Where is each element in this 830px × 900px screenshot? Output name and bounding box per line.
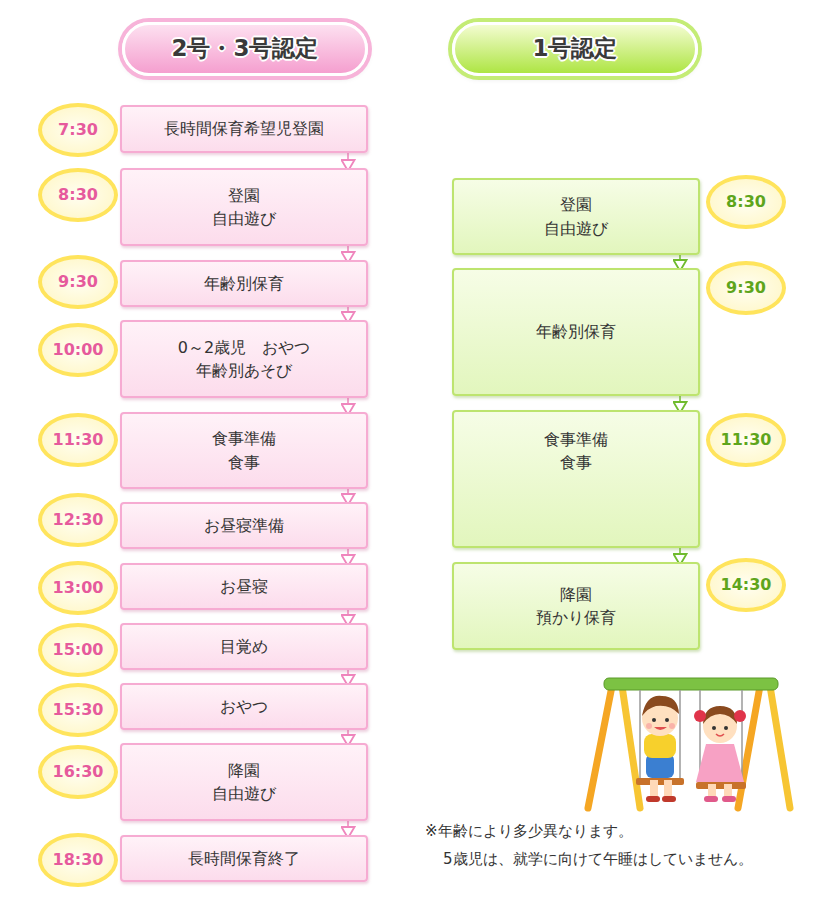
time-badge: 9:30 (38, 255, 118, 309)
schedule-box: 降園預かり保育 (452, 562, 700, 650)
node-text: 8:30 (726, 190, 766, 213)
note-text: ※年齢により多少異なります。 (425, 822, 633, 841)
schedule-box: 登園自由遊び (120, 168, 368, 246)
node-text: 16:30 (53, 760, 104, 783)
schedule-box: 年齢別保育 (452, 268, 700, 396)
node-text: 9:30 (726, 276, 766, 299)
schedule-box: 0～2歳児 おやつ年齢別あそび (120, 320, 368, 398)
node-text: 食事 (228, 451, 260, 474)
node-text: 11:30 (53, 428, 104, 451)
node-text: 0～2歳児 おやつ (178, 336, 310, 359)
swing-set (588, 678, 790, 808)
node-text: 長時間保育希望児登園 (164, 117, 324, 140)
time-badge: 8:30 (706, 175, 786, 229)
node-text: 目覚め (220, 635, 268, 658)
time-badge: 18:30 (38, 833, 118, 887)
node-text: 年齢別保育 (204, 272, 284, 295)
node-text: 15:00 (53, 638, 104, 661)
node-text: 登園 (228, 184, 260, 207)
node-text: 食事準備 (212, 427, 276, 450)
time-badge: 14:30 (706, 558, 786, 612)
time-badge: 16:30 (38, 745, 118, 799)
schedule-box: 登園自由遊び (452, 178, 700, 255)
time-badge: 11:30 (706, 413, 786, 467)
time-badge: 9:30 (706, 261, 786, 315)
schedule-box: 食事準備食事 (120, 412, 368, 489)
time-badge: 11:30 (38, 413, 118, 467)
node-text: 自由遊び (212, 782, 276, 805)
node-text: 2号・3号認定 (171, 32, 318, 65)
schedule-box: おやつ (120, 683, 368, 730)
node-text: 預かり保育 (536, 606, 616, 629)
node-text: 食事 (560, 451, 592, 474)
time-badge: 8:30 (38, 168, 118, 222)
node-text: 自由遊び (544, 217, 608, 240)
node-text: 12:30 (53, 508, 104, 531)
node-text: おやつ (220, 695, 268, 718)
node-text: お昼寝準備 (204, 514, 284, 537)
schedule-box: 降園自由遊び (120, 743, 368, 821)
girl-figure (694, 706, 746, 802)
node-text: 登園 (560, 193, 592, 216)
node-text: 8:30 (58, 183, 98, 206)
schedule-box: 目覚め (120, 623, 368, 670)
time-badge: 12:30 (38, 493, 118, 547)
node-text: 13:00 (53, 576, 104, 599)
note-text: 5歳児は、就学に向けて午睡はしていません。 (443, 850, 753, 869)
time-badge: 13:00 (38, 561, 118, 615)
node-text: 7:30 (58, 118, 98, 141)
boy-figure (636, 696, 684, 802)
schedule-box: お昼寝 (120, 563, 368, 610)
schedule-box: 長時間保育希望児登園 (120, 105, 368, 153)
node-text: 11:30 (721, 428, 772, 451)
schedule-box: お昼寝準備 (120, 502, 368, 549)
node-text: お昼寝 (220, 575, 268, 598)
schedule-box: 長時間保育終了 (120, 835, 368, 882)
header-badge: 2号・3号認定 (122, 22, 368, 76)
schedule-box: 年齢別保育 (120, 260, 368, 307)
header-badge: 1号認定 (452, 22, 698, 76)
time-badge: 15:00 (38, 623, 118, 677)
node-text: 14:30 (721, 573, 772, 596)
time-badge: 10:00 (38, 323, 118, 377)
node-text: 降園 (560, 583, 592, 606)
node-text: 15:30 (53, 698, 104, 721)
node-text: 年齢別あそび (196, 359, 292, 382)
node-text: 年齢別保育 (536, 320, 616, 343)
node-text: 1号認定 (532, 32, 617, 65)
node-text: 食事準備 (544, 428, 608, 451)
node-text: 9:30 (58, 270, 98, 293)
node-text: 降園 (228, 759, 260, 782)
time-badge: 15:30 (38, 683, 118, 737)
node-text: 18:30 (53, 848, 104, 871)
time-badge: 7:30 (38, 103, 118, 157)
node-text: 長時間保育終了 (188, 847, 300, 870)
schedule-box: 食事準備食事 (452, 410, 700, 548)
node-text: 10:00 (53, 338, 104, 361)
node-text: 自由遊び (212, 207, 276, 230)
